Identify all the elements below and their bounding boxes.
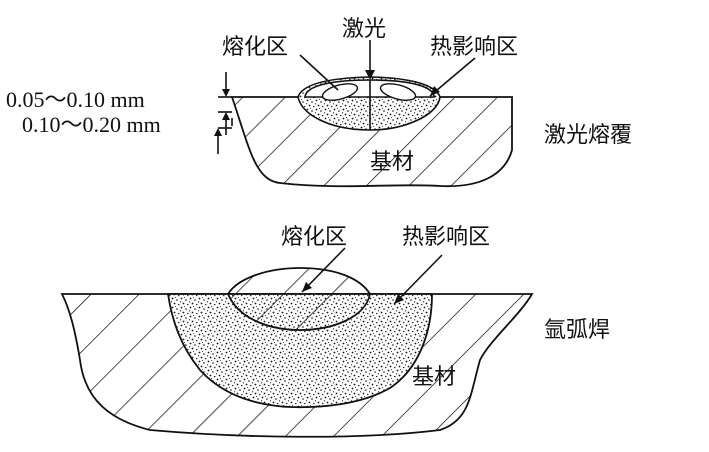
argon-arc-title: 氩弧焊 xyxy=(544,318,610,343)
arc-base-label: 基材 xyxy=(412,365,456,390)
laser-dimension-top: 0.05～0.10 mm xyxy=(6,87,145,112)
arc-haz-leader xyxy=(393,254,443,305)
arc-haz-label: 热影响区 xyxy=(402,225,490,250)
laser-base-label: 基材 xyxy=(370,150,414,175)
laser-cladding-title: 激光熔覆 xyxy=(544,123,632,148)
laser-haz-label: 热影响区 xyxy=(430,35,518,60)
laser-dimension-marks xyxy=(214,72,233,154)
argon-arc-figure xyxy=(60,247,534,438)
laser-fusion-leader xyxy=(299,54,339,91)
laser-dimension-bottom: 0.10～0.20 mm xyxy=(22,112,161,137)
laser-fusion-inner-left xyxy=(321,83,359,101)
arc-haz-region xyxy=(166,293,433,409)
laser-cladding-figure xyxy=(214,40,513,188)
laser-fusion-zone-label: 熔化区 xyxy=(222,35,288,60)
arc-fusion-zone xyxy=(226,267,371,331)
laser-fusion-inner-right xyxy=(379,83,417,101)
laser-beam-label: 激光 xyxy=(342,17,386,42)
arc-fusion-leader xyxy=(301,247,346,293)
arc-fusion-zone-label: 熔化区 xyxy=(281,225,347,250)
laser-base-material xyxy=(230,96,513,188)
